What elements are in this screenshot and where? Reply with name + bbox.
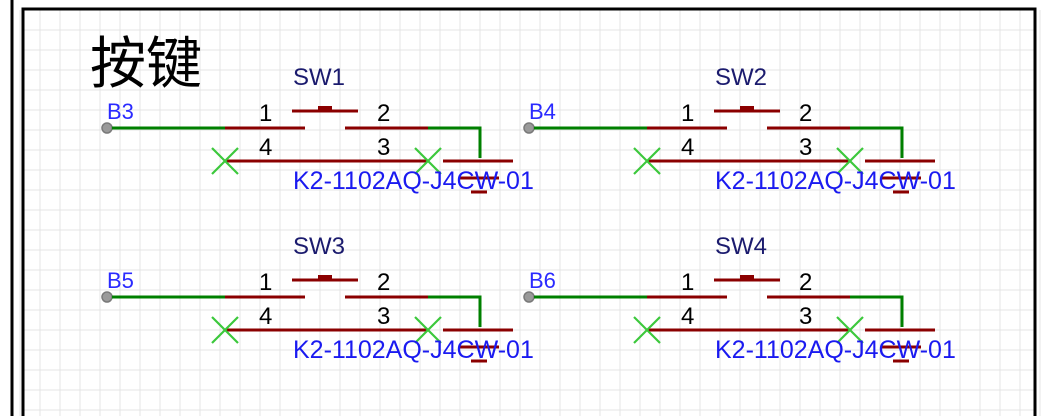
no-connect-icon [633, 316, 661, 344]
net-port-dot[interactable] [523, 291, 535, 303]
net-label: B5 [107, 268, 134, 293]
switch-sw4[interactable]: B6 SW4 1 2 4 3K2-1102AQ-J4CW-01 [523, 233, 956, 364]
pin-number: 3 [799, 303, 812, 330]
net-port-dot[interactable] [523, 122, 535, 134]
switch-sw1[interactable]: B3 SW1 1 2 4 3K2-1102AQ-J4CW-01 [101, 64, 534, 195]
sheet-frame [21, 7, 1037, 416]
designator-label: SW2 [715, 64, 767, 91]
switch-sw2[interactable]: B4 SW2 1 2 4 3K2-1102AQ-J4CW-01 [523, 64, 956, 195]
pin-number: 4 [681, 303, 694, 330]
actuator-button [318, 275, 332, 280]
no-connect-icon [211, 147, 239, 175]
net-label: B6 [529, 268, 556, 293]
net-label: B4 [529, 99, 556, 124]
pin-number: 4 [681, 134, 694, 161]
designator-label: SW3 [293, 233, 345, 260]
ground-icon [443, 159, 513, 194]
no-connect-icon [633, 147, 661, 175]
pin-number: 3 [799, 134, 812, 161]
no-connect-icon [211, 316, 239, 344]
no-connect-icon [414, 147, 442, 175]
designator-label: SW1 [293, 64, 345, 91]
pin-number: 4 [259, 303, 272, 330]
ground-wire [428, 126, 482, 158]
ground-wire [850, 295, 904, 327]
pin-number: 1 [681, 269, 694, 296]
ground-icon [865, 328, 935, 363]
pin-number: 1 [259, 269, 272, 296]
no-connect-icon [836, 316, 864, 344]
ground-icon [865, 159, 935, 194]
pin-number: 3 [377, 303, 390, 330]
part-number-label: K2-1102AQ-J4CW-01 [293, 167, 534, 195]
actuator-button [318, 106, 332, 111]
switch-sw3[interactable]: B5 SW3 1 2 4 3K2-1102AQ-J4CW-01 [101, 233, 534, 364]
pin-number: 2 [799, 100, 812, 127]
net-port-dot[interactable] [101, 291, 113, 303]
net-label: B3 [107, 99, 134, 124]
pin-number: 2 [377, 100, 390, 127]
no-connect-icon [836, 147, 864, 175]
pin-number: 1 [681, 100, 694, 127]
ground-wire [428, 295, 482, 327]
sheet-title: 按键 [90, 32, 202, 97]
pin-number: 2 [377, 269, 390, 296]
no-connect-icon [414, 316, 442, 344]
part-number-label: K2-1102AQ-J4CW-01 [715, 167, 956, 195]
ground-wire [850, 126, 904, 158]
net-port-dot[interactable] [101, 122, 113, 134]
pin-number: 3 [377, 134, 390, 161]
pin-number: 2 [799, 269, 812, 296]
part-number-label: K2-1102AQ-J4CW-01 [293, 336, 534, 364]
ground-icon [443, 328, 513, 363]
pin-number: 4 [259, 134, 272, 161]
actuator-button [740, 275, 754, 280]
pin-number: 1 [259, 100, 272, 127]
part-number-label: K2-1102AQ-J4CW-01 [715, 336, 956, 364]
actuator-button [740, 106, 754, 111]
designator-label: SW4 [715, 233, 767, 260]
